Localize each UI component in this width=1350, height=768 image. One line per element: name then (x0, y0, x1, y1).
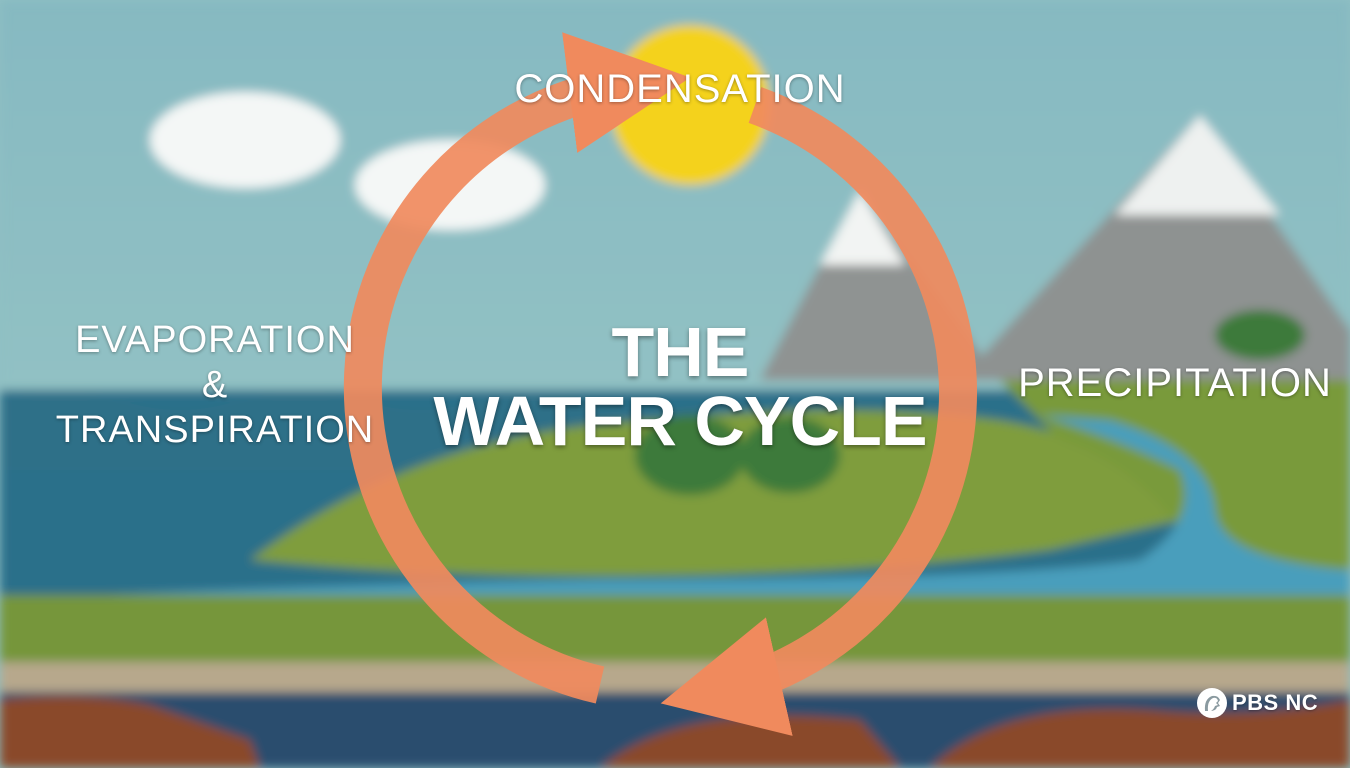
tree-icon (635, 310, 1305, 495)
arrow-evaporation-to-condensation (343, 32, 691, 704)
title-line-2: WATER CYCLE (433, 381, 927, 460)
pbs-nc-logo: PBS NC (1196, 686, 1318, 720)
stage-label-precipitation: PRECIPITATION (1018, 361, 1332, 405)
arrow-condensation-to-precipitation (660, 87, 978, 736)
title-line-1: THE (611, 313, 750, 391)
stage-label-condensation: CONDENSATION (514, 67, 846, 111)
stage-label-transpiration: TRANSPIRATION (55, 408, 375, 451)
cycle-arrows (343, 32, 978, 736)
diagram-title: THE WATER CYCLE (400, 313, 960, 460)
stage-label-evaporation: EVAPORATION (75, 319, 355, 361)
stage-label-evaporation-transpiration: EVAPORATION & TRANSPIRATION (20, 318, 410, 452)
pbs-head-icon (1197, 688, 1227, 718)
stage-label-ampersand: & (201, 363, 229, 406)
logo-text: PBS NC (1232, 690, 1319, 715)
